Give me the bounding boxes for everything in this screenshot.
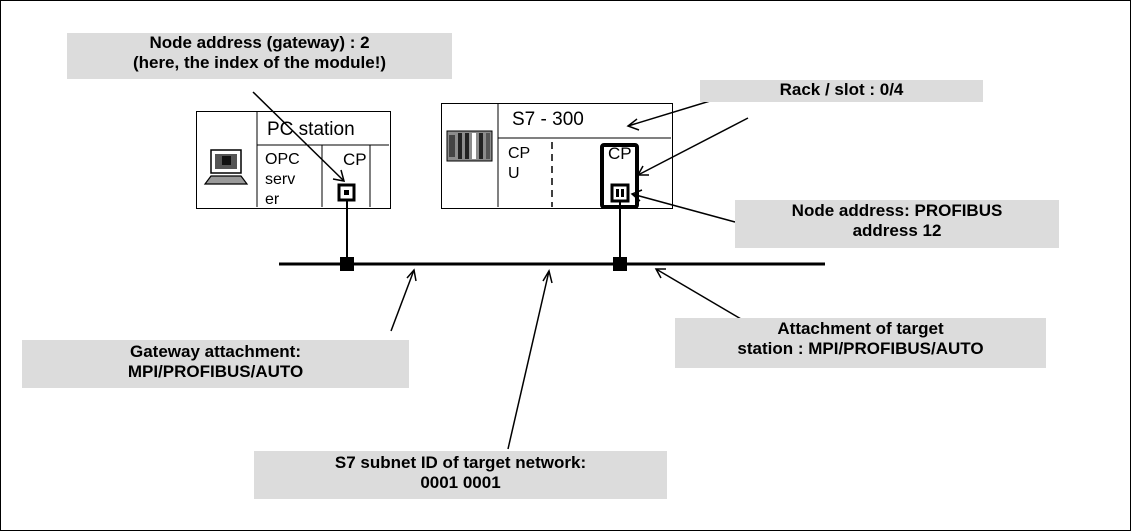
s7-cpu-label: CP U: [508, 145, 531, 182]
pc-station-title: PC station: [267, 119, 355, 140]
callout-node-address-gateway: Node address (gateway) : 2 (here, the in…: [67, 33, 452, 79]
pc-cp-port: [337, 183, 356, 202]
pc-cp-label: CP: [343, 150, 367, 169]
plc-rack-icon: [446, 130, 493, 162]
opc-server-label: OPC serv er: [265, 151, 300, 208]
callout-arrows: [252, 91, 749, 450]
computer-icon: [203, 149, 249, 185]
pc-station-box: PC station OPC serv er CP: [196, 111, 391, 209]
callout-gateway-attachment: Gateway attachment: MPI/PROFIBUS/AUTO: [22, 340, 409, 388]
callout-rack-slot: Rack / slot : 0/4: [700, 80, 983, 102]
s7-bus-node: [613, 257, 627, 271]
callout-node-address-profibus: Node address: PROFIBUS address 12: [735, 200, 1059, 248]
s7-cp-label: CP: [608, 144, 632, 163]
callout-attachment-target: Attachment of target station : MPI/PROFI…: [675, 318, 1046, 368]
callout-subnet-id: S7 subnet ID of target network: 0001 000…: [254, 451, 667, 499]
s7-cp-port: [610, 183, 630, 203]
s7-station-title: S7 - 300: [512, 109, 584, 130]
pc-bus-node: [340, 257, 354, 271]
